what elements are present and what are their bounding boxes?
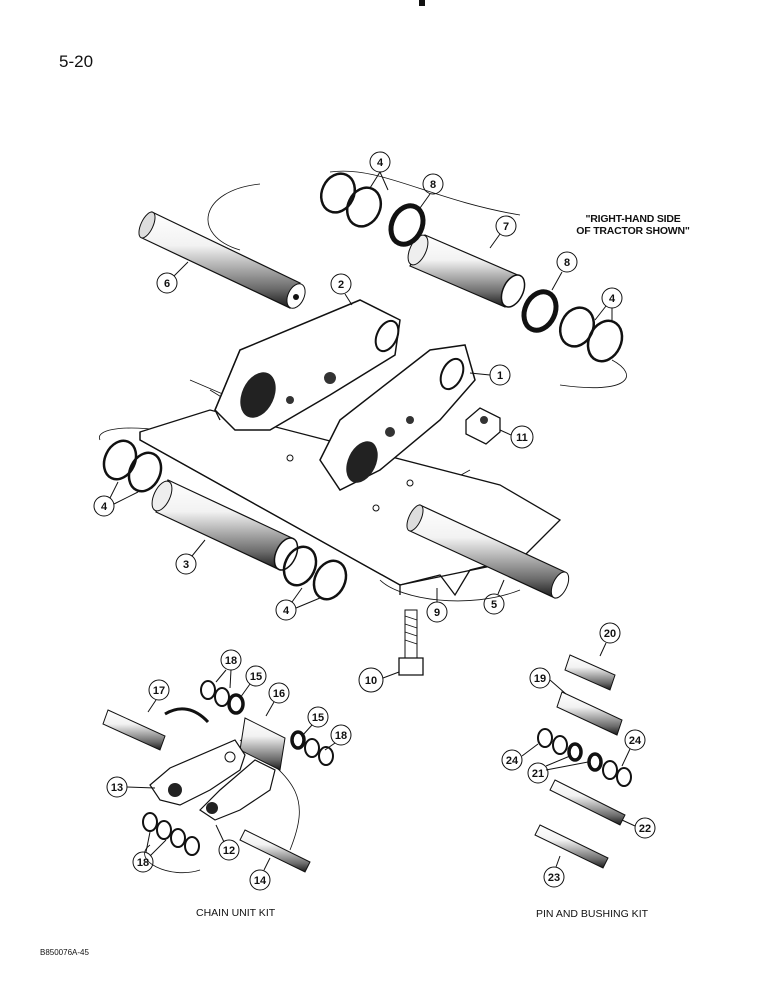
svg-text:11: 11 xyxy=(516,432,528,444)
callout-22: 22 xyxy=(621,817,656,839)
svg-text:15: 15 xyxy=(250,671,262,683)
seal-rings-right xyxy=(521,289,624,363)
callout-11: 11 xyxy=(499,425,534,449)
svg-text:18: 18 xyxy=(335,730,347,742)
part-6-splined-pin xyxy=(138,211,306,309)
svg-text:4: 4 xyxy=(377,157,384,169)
callout-4-top: 4 xyxy=(369,151,391,191)
svg-text:21: 21 xyxy=(532,768,544,780)
callout-10: 10 xyxy=(358,667,400,693)
callout-4-right: 4 xyxy=(594,287,623,322)
svg-text:20: 20 xyxy=(604,628,616,640)
callout-24-right: 24 xyxy=(621,729,646,767)
svg-text:23: 23 xyxy=(548,872,560,884)
svg-text:22: 22 xyxy=(639,823,651,835)
svg-text:8: 8 xyxy=(430,179,436,191)
pin-bushing-kit-label: PIN AND BUSHING KIT xyxy=(536,908,649,920)
svg-text:13: 13 xyxy=(111,782,123,794)
callout-20: 20 xyxy=(599,622,621,657)
figure-code: B850076A-45 xyxy=(40,948,89,957)
svg-text:9: 9 xyxy=(434,607,440,619)
orientation-note: "RIGHT-HAND SIDE OF TRACTOR SHOWN" xyxy=(548,213,718,237)
page-number: 5-20 xyxy=(59,52,94,71)
svg-text:15: 15 xyxy=(312,712,324,724)
part-11-nut xyxy=(465,407,501,445)
callout-2: 2 xyxy=(330,273,353,306)
callout-8-top: 8 xyxy=(419,173,444,209)
svg-text:14: 14 xyxy=(254,875,267,887)
svg-text:1: 1 xyxy=(497,370,503,382)
chain-unit-kit-drawing xyxy=(102,680,334,873)
callout-18-top: 18 xyxy=(215,649,242,689)
callout-16: 16 xyxy=(265,682,290,717)
part-2-track-link-left xyxy=(214,299,401,431)
svg-text:18: 18 xyxy=(137,857,149,869)
note-line-1: "RIGHT-HAND SIDE xyxy=(585,213,681,225)
callout-13: 13 xyxy=(106,776,156,798)
callout-15-left: 15 xyxy=(239,665,267,699)
callout-3: 3 xyxy=(175,539,206,575)
svg-text:8: 8 xyxy=(564,257,570,269)
note-line-2: OF TRACTOR SHOWN" xyxy=(576,225,690,237)
pin-bushing-kit-drawing xyxy=(534,654,632,869)
callout-18-bottom: 18 xyxy=(132,831,167,873)
part-5-pin xyxy=(406,504,570,599)
callout-17: 17 xyxy=(147,679,170,713)
svg-text:2: 2 xyxy=(338,279,344,291)
callout-15-right: 15 xyxy=(301,706,329,737)
part-3-bushing xyxy=(151,479,299,571)
callout-7: 7 xyxy=(489,215,517,249)
callout-23: 23 xyxy=(543,855,565,888)
callout-19: 19 xyxy=(529,667,567,695)
part-10-bolt xyxy=(398,609,424,676)
chain-unit-kit-label: CHAIN UNIT KIT xyxy=(196,907,276,919)
svg-text:24: 24 xyxy=(629,735,642,747)
svg-text:10: 10 xyxy=(365,675,377,687)
part-1-track-link-right xyxy=(319,344,476,491)
svg-text:4: 4 xyxy=(609,293,616,305)
svg-text:5: 5 xyxy=(491,599,497,611)
top-edge-mark xyxy=(419,0,425,6)
callout-9: 9 xyxy=(426,588,448,623)
seal-rings-top xyxy=(319,172,426,247)
svg-text:4: 4 xyxy=(101,501,108,513)
svg-text:4: 4 xyxy=(283,605,290,617)
callout-8-right: 8 xyxy=(551,251,578,291)
seal-rings-left xyxy=(102,439,348,601)
svg-text:24: 24 xyxy=(506,755,519,767)
svg-text:7: 7 xyxy=(503,221,509,233)
svg-text:18: 18 xyxy=(225,655,237,667)
callout-12: 12 xyxy=(215,824,240,861)
callout-18-right: 18 xyxy=(324,724,352,751)
callout-5: 5 xyxy=(483,579,505,615)
part-7-bushing xyxy=(407,234,526,308)
callout-group: 1 2 3 4 4 4 4 5 6 7 8 8 9 10 11 12 13 14… xyxy=(93,151,656,891)
svg-text:3: 3 xyxy=(183,559,189,571)
callout-4-left: 4 xyxy=(93,481,139,517)
callout-1: 1 xyxy=(469,364,511,386)
svg-text:19: 19 xyxy=(534,673,546,685)
svg-text:17: 17 xyxy=(153,685,165,697)
callout-24-left: 24 xyxy=(501,743,539,771)
svg-text:6: 6 xyxy=(164,278,170,290)
callout-14: 14 xyxy=(249,857,271,891)
callout-21: 21 xyxy=(527,755,589,784)
svg-text:16: 16 xyxy=(273,688,285,700)
callout-4-bottom: 4 xyxy=(275,587,321,621)
callout-6: 6 xyxy=(156,261,189,294)
svg-text:12: 12 xyxy=(223,845,235,857)
